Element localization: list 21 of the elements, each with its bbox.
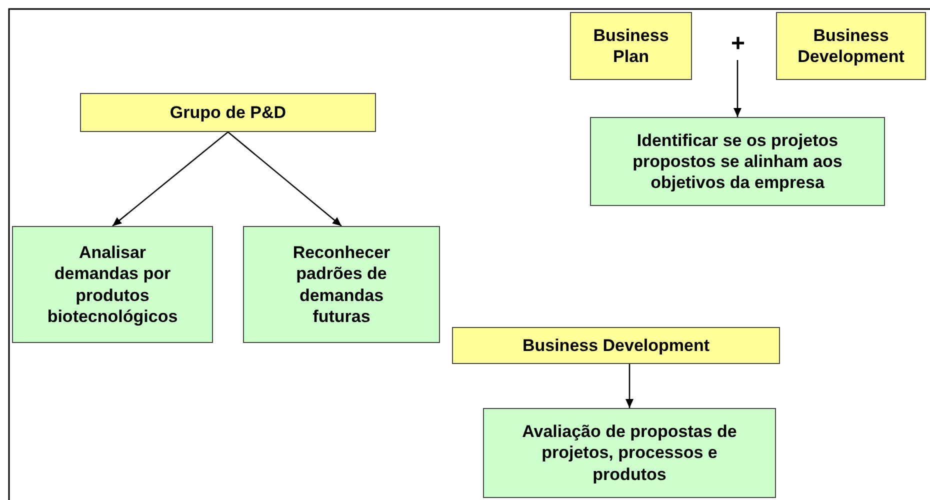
arrow — [626, 364, 634, 408]
process-box — [483, 408, 776, 498]
box-text: Identificar se os projetos propostos se alinham aos objetivos da empresa — [632, 130, 844, 194]
arrow — [228, 132, 342, 226]
box-text: Business Development — [796, 24, 906, 68]
box-text: Business Plan — [593, 24, 669, 68]
process-box — [80, 93, 376, 132]
box-text: Analisar demandas por produtos biotecnológicos — [46, 242, 179, 327]
arrow — [112, 132, 228, 226]
arrow — [734, 60, 742, 117]
process-box — [452, 327, 780, 364]
process-box — [243, 226, 440, 343]
process-box — [570, 12, 692, 80]
process-box — [590, 117, 885, 206]
box-text: Avaliação de propostas de projetos, processos e produtos — [521, 421, 738, 485]
box-text: Reconhecer padrões de demandas futuras — [292, 242, 392, 327]
process-box — [12, 226, 213, 343]
box-text: Grupo de P&D — [170, 102, 286, 124]
process-box — [776, 12, 926, 80]
box-text: Business Development — [522, 334, 710, 356]
plus-sign: + — [718, 28, 758, 60]
